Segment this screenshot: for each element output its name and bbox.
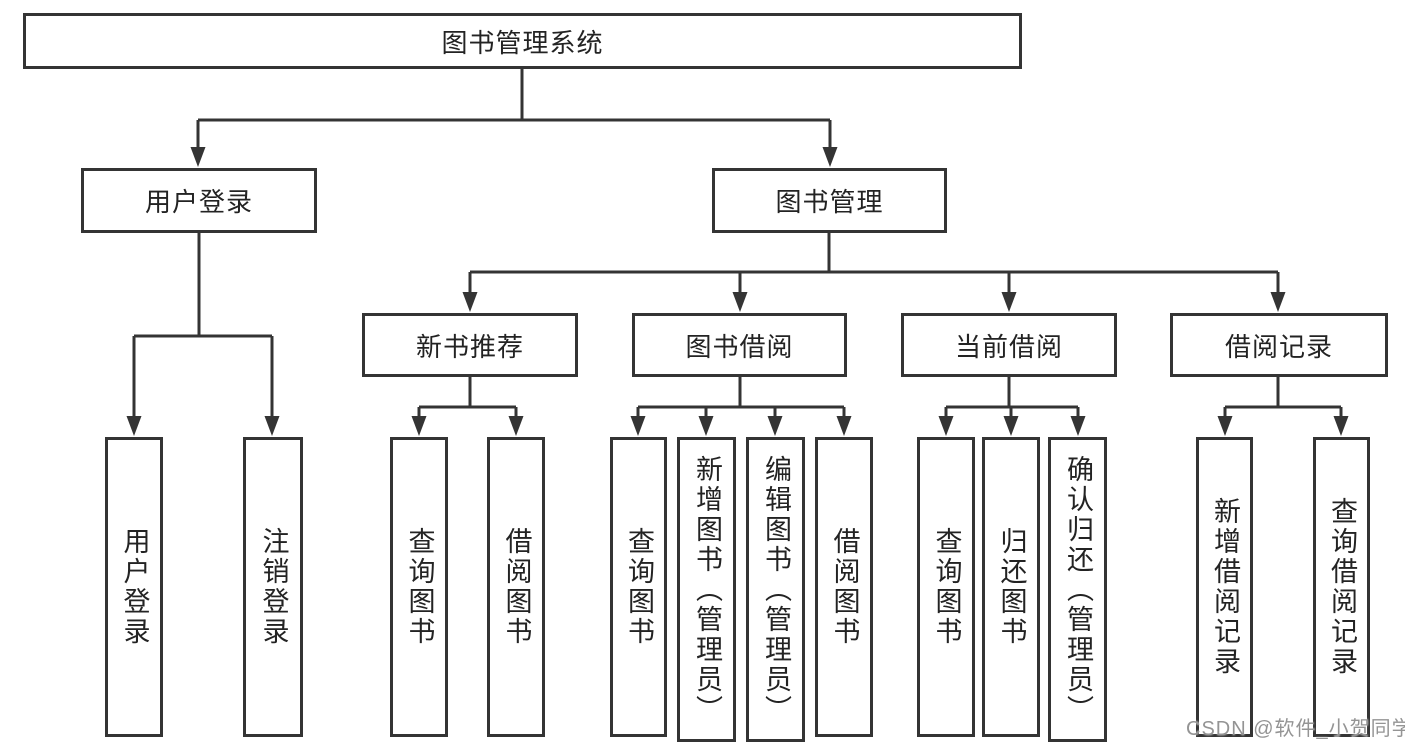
leaf-query-books-recommend: 查询图书 xyxy=(390,437,448,737)
csdn-watermark: CSDN @软件_小贺同学 xyxy=(1186,718,1405,740)
node-book-borrowing: 图书借阅 xyxy=(632,313,847,377)
leaf-add-borrow-record: 新增借阅记录 xyxy=(1196,437,1253,737)
leaf-query-books-current: 查询图书 xyxy=(917,437,975,737)
leaf-query-borrow-record: 查询借阅记录 xyxy=(1313,437,1370,737)
leaf-add-books-admin: 新增图书（管理员） xyxy=(677,437,736,742)
leaf-logout: 注销登录 xyxy=(243,437,303,737)
leaf-user-login: 用户登录 xyxy=(105,437,163,737)
node-new-book-recommendation: 新书推荐 xyxy=(362,313,578,377)
leaf-edit-books-admin: 编辑图书（管理员） xyxy=(746,437,805,742)
arrowheads xyxy=(126,147,1349,436)
node-borrowing-records: 借阅记录 xyxy=(1170,313,1388,377)
node-current-borrowing: 当前借阅 xyxy=(901,313,1117,377)
node-user-login: 用户登录 xyxy=(81,168,317,233)
node-root-library-system: 图书管理系统 xyxy=(23,13,1022,69)
leaf-borrow-books: 借阅图书 xyxy=(815,437,873,737)
leaf-query-books-borrow: 查询图书 xyxy=(610,437,667,737)
leaf-confirm-return-admin: 确认归还（管理员） xyxy=(1048,437,1107,742)
leaf-borrow-books-recommend: 借阅图书 xyxy=(487,437,545,737)
leaf-return-books: 归还图书 xyxy=(982,437,1040,737)
node-book-management: 图书管理 xyxy=(712,168,947,233)
